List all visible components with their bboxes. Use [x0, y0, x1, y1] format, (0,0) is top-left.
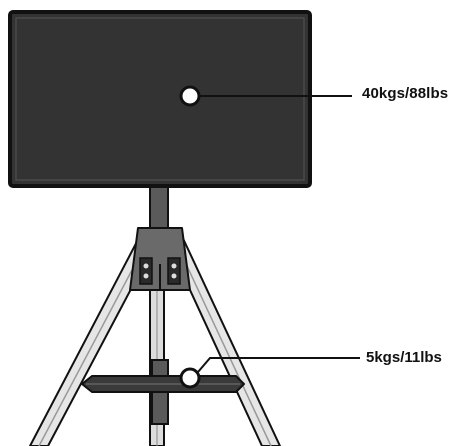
shelf-tray [81, 375, 245, 393]
shelf-weight-leader [179, 357, 360, 389]
shelf-load-marker [179, 367, 201, 389]
shelf-weight-capacity-label: 5kgs/11lbs [366, 349, 442, 366]
leg-hinge-bracket [129, 227, 191, 291]
tv-weight-leader [179, 85, 352, 107]
tv-weight-capacity-label: 40kgs/88lbs [362, 85, 449, 102]
tv-screen [8, 10, 312, 188]
tv-load-marker [179, 85, 201, 107]
